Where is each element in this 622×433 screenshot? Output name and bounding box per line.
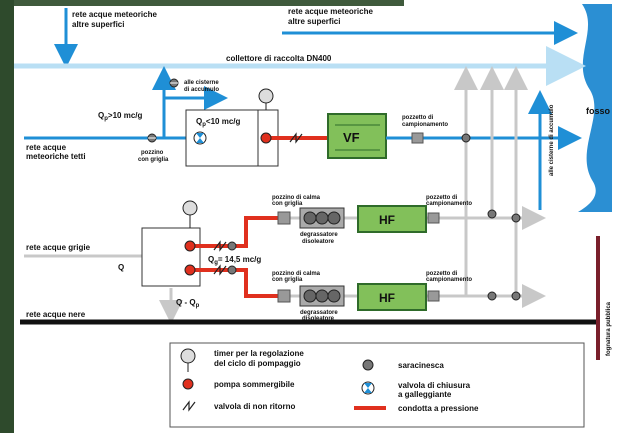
pump-icon — [260, 132, 272, 144]
saracinesca-icon — [511, 291, 521, 301]
tetti-l1: rete acque — [26, 143, 67, 152]
saracinesca-icon — [487, 209, 497, 219]
pozzino-l2: con griglia — [138, 157, 169, 163]
legend-saracinesca: saracinesca — [398, 361, 444, 370]
pozzetto-mid — [427, 212, 440, 224]
legend-float-valve-icon — [361, 381, 375, 395]
collettore-label: collettore di raccolta DN400 — [226, 54, 332, 63]
qp-lt-label: Qp<10 mc/g — [196, 117, 240, 128]
grigie-label: rete acque grigie — [26, 243, 91, 252]
pozzino-calma-2-l2: con griglia — [272, 277, 303, 283]
pressure-pipe-hf2 — [192, 268, 282, 298]
hf2-box — [357, 283, 427, 311]
pozzetto-top — [411, 132, 424, 144]
tetti-l2: meteoriche tetti — [26, 152, 86, 161]
pozzino-calma-2 — [277, 289, 291, 303]
nere-label: rete acque nere — [26, 310, 86, 319]
legend-valvola-ch-l1: valvola di chiusura — [398, 381, 471, 390]
hf2-label: HF — [379, 291, 395, 305]
non-return-valve-icon — [213, 240, 227, 252]
saracinesca-icon — [511, 213, 521, 223]
meteo-right-l1: rete acque meteoriche — [288, 7, 373, 16]
saracinesca-icon — [169, 78, 179, 88]
cisterne-l2: di accumulo — [184, 87, 219, 93]
hf1-box — [357, 205, 427, 233]
degrassatore-1-l2: disoleatore — [302, 239, 335, 245]
legend-pompa: pompa sommergibile — [214, 380, 295, 389]
cisterne-l1: alle cisterne — [184, 80, 219, 86]
q-label: Q — [118, 263, 124, 272]
meteo-left-l2: altre superfici — [72, 20, 124, 29]
meteo-left-l1: rete acque meteoriche — [72, 10, 157, 19]
degrassatore-1-l1: degrassatore — [300, 232, 338, 238]
pozzetto-bot-l1: pozzetto di — [426, 271, 458, 277]
qp-gt-label: Qp>10 mc/g — [98, 111, 142, 122]
pozzino-l1: pozzino — [141, 150, 164, 156]
pressure-pipe-hf1 — [192, 216, 282, 248]
vf-label: VF — [343, 130, 360, 145]
legend-saracinesca-icon — [362, 359, 374, 371]
legend-condotta: condotta a pressione — [398, 404, 479, 413]
float-valve-icon — [193, 131, 207, 145]
pozzetto-top-l1: pozzetto di — [402, 115, 434, 121]
pozzino-calma-2-l1: pozzino di calma — [272, 271, 321, 277]
saracinesca-icon — [147, 133, 157, 143]
degrassatore-2-l1: degrassatore — [300, 310, 338, 316]
non-return-valve-icon — [289, 132, 303, 144]
q-minus-qp-label: Q - Qp — [176, 298, 200, 309]
saracinesca-icon — [227, 265, 237, 275]
pozzino-calma-1 — [277, 211, 291, 225]
top-photo-strip — [14, 0, 404, 6]
non-return-valve-icon — [213, 264, 227, 276]
fosso-label: fosso — [586, 106, 611, 116]
pozzetto-mid-l2: campionamento — [426, 201, 472, 207]
saracinesca-icon — [227, 241, 237, 251]
pozzetto-top-l2: campionamento — [402, 122, 448, 128]
fosso-shape — [578, 4, 612, 212]
legend-pump-icon — [182, 378, 194, 390]
qg-label: Qg= 14,5 mc/g — [208, 255, 261, 266]
vf-box — [327, 113, 387, 159]
pozzetto-mid-l1: pozzetto di — [426, 195, 458, 201]
legend-timer-l1: timer per la regolazione — [214, 349, 304, 358]
legend-timer-l2: del ciclo di pompaggio — [214, 359, 301, 368]
pump-tank-bottom — [141, 227, 201, 287]
pump-icon — [184, 264, 196, 276]
pump-icon — [184, 240, 196, 252]
meteo-right-l2: altre superfici — [288, 17, 340, 26]
cisterne-vertical-label: alle cisterne di accumulo — [549, 104, 555, 176]
timer-icon — [258, 88, 274, 110]
hf1-label: HF — [379, 213, 395, 227]
timer-icon — [182, 200, 198, 228]
fognatura-label: fognatura pubblica — [606, 301, 612, 356]
legend-box — [169, 342, 585, 428]
pozzino-calma-1-l1: pozzino di calma — [272, 195, 321, 201]
legend-valvola-ch-l2: a galleggiante — [398, 390, 452, 399]
saracinesca-icon — [487, 291, 497, 301]
pozzino-calma-1-l2: con griglia — [272, 201, 303, 207]
degrassatore-2-l2: disoleatore — [302, 316, 335, 322]
pozzetto-bot-l2: campionamento — [426, 277, 472, 283]
pozzetto-bot — [427, 290, 440, 302]
legend-valvola-nr: valvola di non ritorno — [214, 402, 295, 411]
legend-non-return-icon — [182, 400, 196, 412]
foliage-strip — [0, 0, 14, 433]
saracinesca-icon — [461, 133, 471, 143]
legend-timer-icon — [180, 348, 196, 372]
